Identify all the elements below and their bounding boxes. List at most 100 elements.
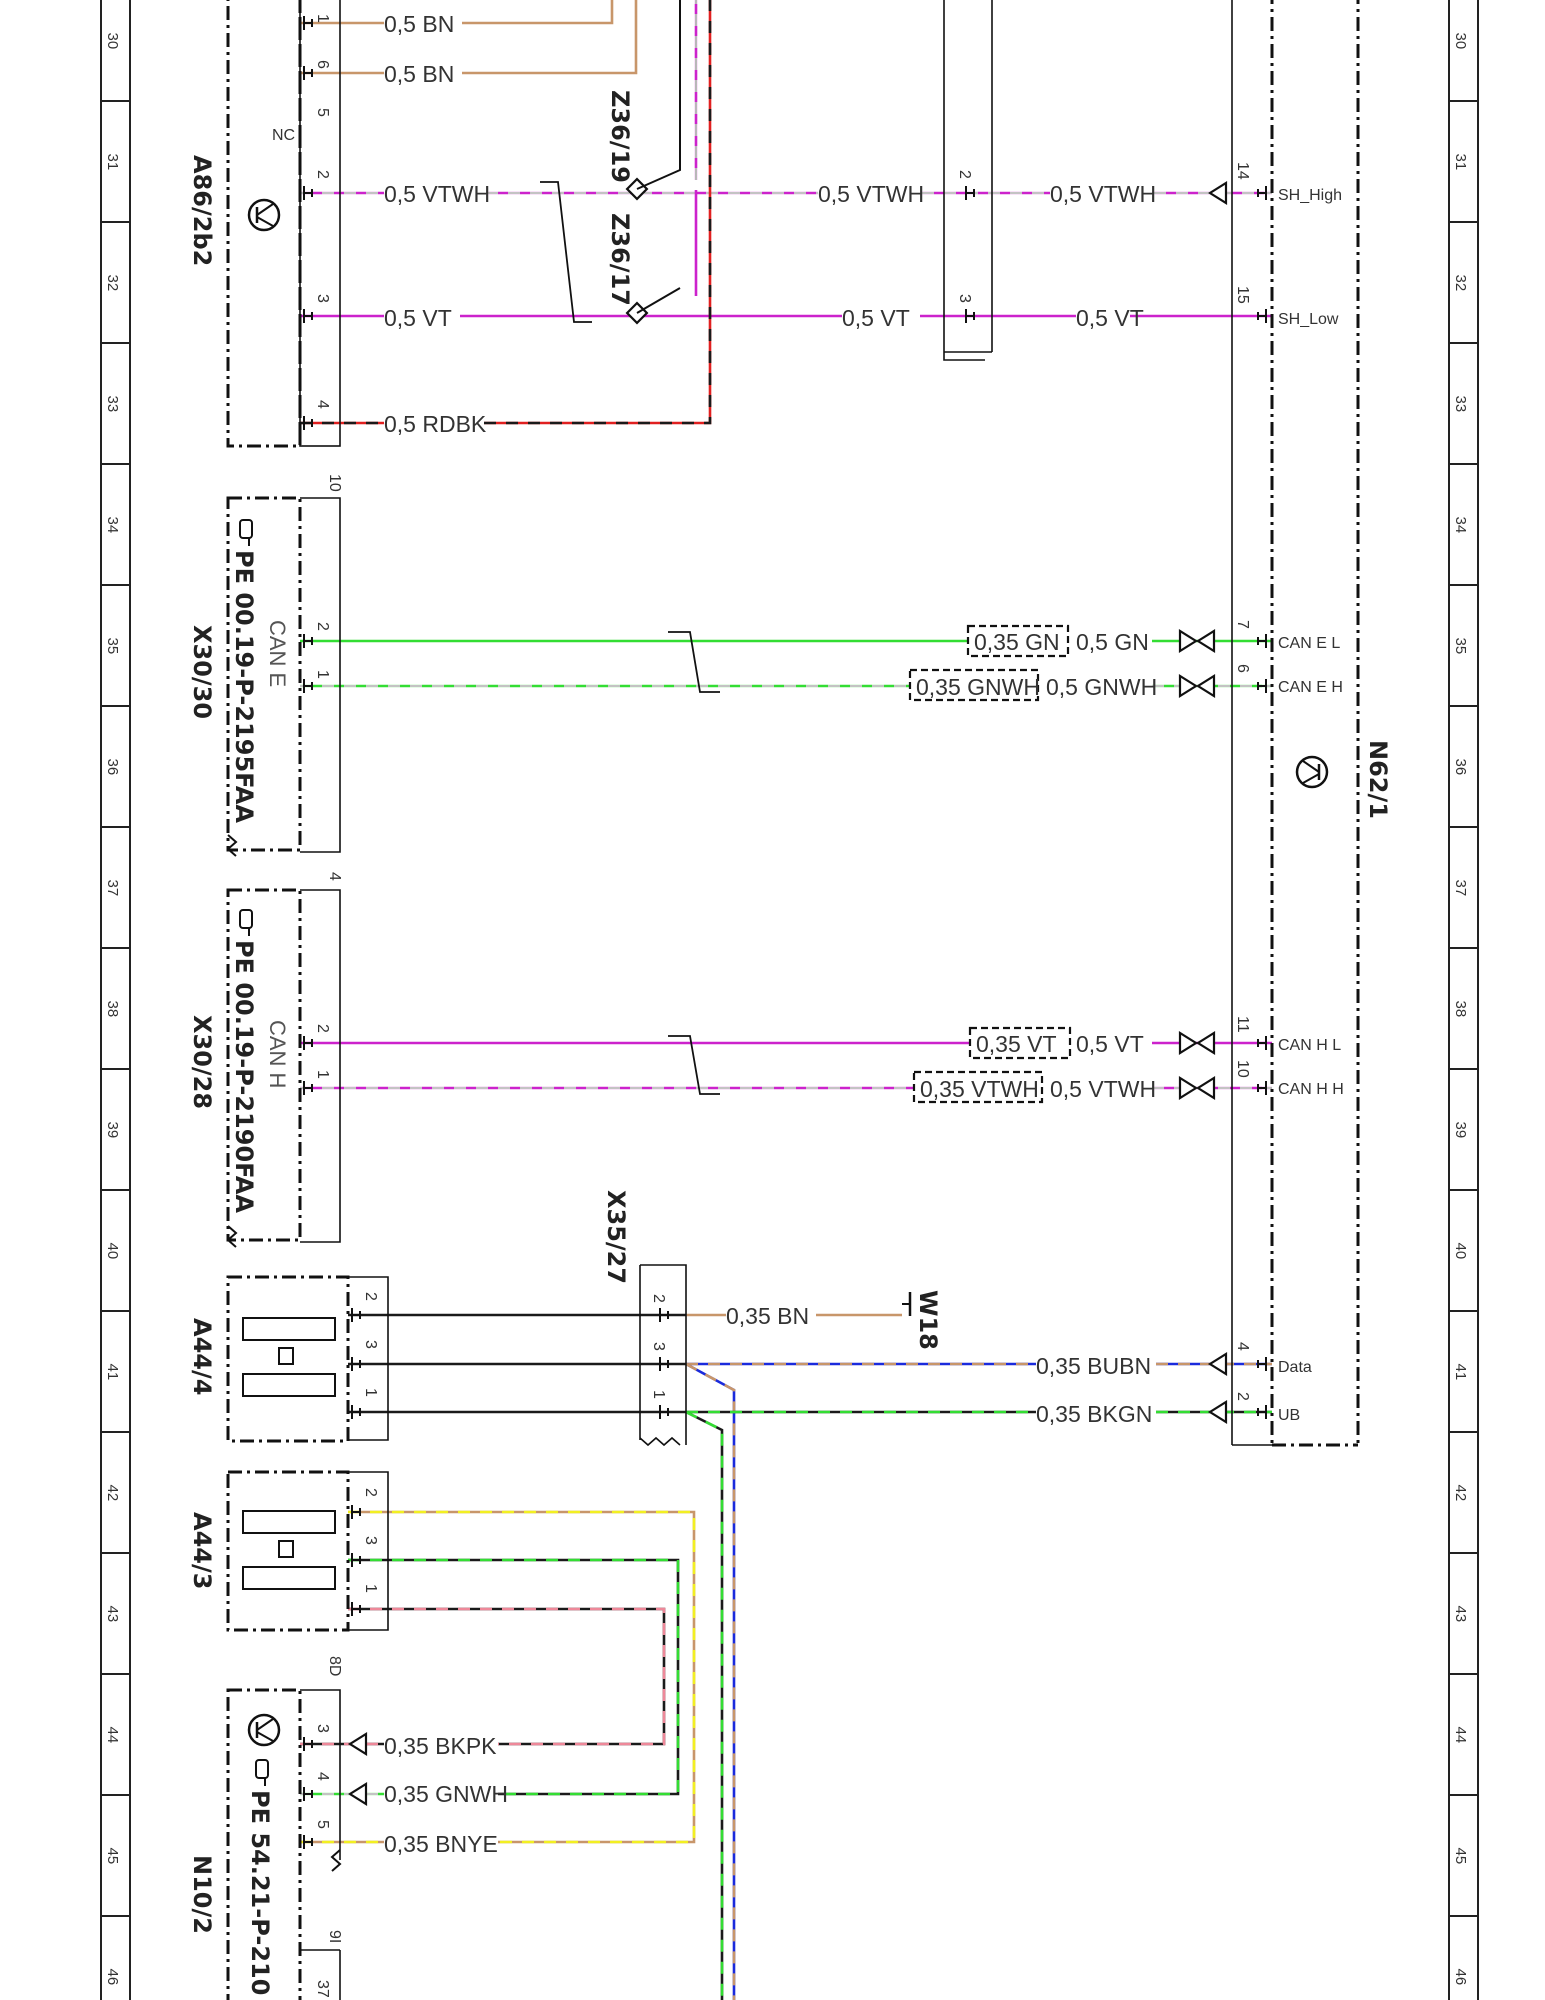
pin-terminal	[303, 634, 313, 648]
ruler-row-label: 45	[1452, 1848, 1469, 1865]
pin-label: 2	[314, 1024, 331, 1033]
pin-terminal	[351, 1553, 361, 1567]
wire-size-box-label: 0,35 GN	[974, 629, 1060, 655]
hand-pointer-icon	[239, 519, 253, 546]
wire-size-box	[908, 668, 1040, 702]
pin-terminal	[351, 1505, 361, 1519]
a86-2b2-label: A86/2b2	[188, 155, 216, 266]
pin-label: 2	[314, 622, 331, 631]
pin-terminal	[1257, 1081, 1267, 1095]
signal-arrow	[1195, 1031, 1216, 1055]
pin-terminal	[303, 1787, 313, 1801]
signal-label: SH_Low	[1278, 311, 1339, 328]
transistor-icon	[247, 198, 281, 232]
ruler-row-label: 38	[104, 1001, 121, 1018]
pin-label: 3	[650, 1342, 667, 1351]
pin-terminal	[303, 66, 313, 80]
wire-layer	[300, 0, 1272, 2000]
pin-label: 1	[362, 1388, 379, 1397]
pin-label: 6	[314, 60, 331, 69]
hand-pointer-icon	[255, 1759, 269, 1786]
wire-label: 0,5 GNWH	[1046, 674, 1157, 700]
pin-label: 3	[362, 1536, 379, 1545]
wire-label: 0,35 BN	[726, 1303, 809, 1329]
a44-3-component[interactable]: A44/3	[188, 1470, 389, 1632]
x30-30-connector[interactable]: 10 CAN E PE 00.19-P-2195FAA X30/30	[188, 474, 343, 857]
z36-17-splice[interactable]: Z36/17	[606, 213, 649, 325]
a44-3-label: A44/3	[188, 1512, 216, 1589]
ruler-row-label: 40	[104, 1243, 121, 1260]
signal-label: CAN H H	[1278, 1081, 1344, 1098]
ruler-row-label: 32	[1452, 275, 1469, 292]
pin-label: 6	[1234, 664, 1251, 673]
x30-28-reference[interactable]: PE 00.19-P-2190FAA	[230, 940, 258, 1213]
ruler-row-label: 33	[1452, 396, 1469, 413]
pin-terminal	[303, 1081, 313, 1095]
pin-terminal	[351, 1357, 361, 1371]
pin-terminal	[303, 679, 313, 693]
pin-terminal	[1257, 679, 1267, 693]
wire-label: 0,35 BNYE	[384, 1831, 498, 1857]
n62-1-component[interactable]: N62/1	[1231, 0, 1392, 1447]
pin-label: 5	[314, 108, 331, 117]
wire-segment	[348, 1607, 666, 1746]
ruler-row-label: 41	[104, 1364, 121, 1381]
n10-2-reference[interactable]: PE 54.21-P-210	[246, 1790, 274, 1995]
pin-label: 10	[1234, 1060, 1251, 1078]
signal-arrow	[1178, 1031, 1199, 1055]
wire-size-boxes	[908, 624, 1072, 1104]
wire-label: 0,35 BUBN	[1036, 1353, 1151, 1379]
pin-label: 15	[1234, 286, 1251, 304]
pin-terminal	[351, 1308, 361, 1322]
signal-label: CAN E L	[1278, 635, 1340, 652]
x35-27-connector[interactable]: X35/27	[602, 1190, 687, 1447]
ruler-row-label: 34	[104, 517, 121, 534]
x30-28-pin-count: 4	[326, 872, 343, 881]
z36-19-label: Z36/19	[606, 90, 634, 183]
nc-label: NC	[272, 127, 295, 144]
wire-label: 0,5 VT	[1076, 305, 1144, 331]
signal-arrow	[347, 1782, 368, 1806]
a44-4-component[interactable]: A44/4	[188, 1275, 389, 1443]
x30-28-sublabel: CAN H	[265, 1020, 290, 1088]
wire-label: 0,5 VTWH	[1050, 181, 1156, 207]
n10-2-component[interactable]: 8D 9I PE 54.21-P-210 N10/2	[188, 1656, 343, 2000]
ruler-row-label: 43	[1452, 1606, 1469, 1623]
wire-label: 0,35 BKPK	[384, 1733, 497, 1759]
x30-30-sublabel: CAN E	[265, 620, 290, 687]
pin-label: 11	[1234, 1016, 1251, 1033]
ruler-row-label: 30	[1452, 33, 1469, 50]
pin-terminal	[1257, 1405, 1267, 1419]
pin-terminal	[351, 1405, 361, 1419]
w18-ground: W18	[902, 1290, 942, 1350]
pin-terminal	[965, 186, 975, 200]
signal-arrow	[1207, 181, 1228, 205]
left-grid-ruler	[100, 0, 131, 2000]
wire-label: 0,35 GNWH	[384, 1781, 508, 1807]
pin-label: 2	[362, 1488, 379, 1497]
wire-size-box	[968, 1026, 1072, 1060]
x30-28-connector[interactable]: 4 CAN H PE 00.19-P-2190FAA X30/28	[188, 872, 343, 1248]
x30-30-reference[interactable]: PE 00.19-P-2195FAA	[230, 550, 258, 823]
ruler-row-label: 31	[1452, 154, 1469, 171]
pin-label: 37	[314, 1980, 331, 1998]
n10-2-label: N10/2	[188, 1855, 216, 1934]
pin-terminal	[1257, 309, 1267, 323]
z36-19-splice[interactable]: Z36/19	[606, 90, 649, 201]
ruler-row-label: 36	[104, 759, 121, 776]
signal-label: UB	[1278, 1407, 1300, 1424]
a44-4-label: A44/4	[188, 1318, 216, 1395]
wire-label: 0,5 VT	[384, 305, 452, 331]
a86-2b2-component[interactable]: A86/2b2 NC	[188, 0, 341, 448]
pin-terminal	[659, 1308, 669, 1322]
ruler-row-label: 43	[104, 1606, 121, 1623]
x30-30-label: X30/30	[188, 625, 216, 719]
wire-label: 0,5 BN	[384, 11, 454, 37]
signal-arrow	[1195, 674, 1216, 698]
ruler-row-label: 41	[1452, 1364, 1469, 1381]
pin-label: 1	[650, 1390, 667, 1399]
pin-label: 2	[956, 170, 973, 179]
pin-label: 1	[362, 1584, 379, 1593]
wire-label: 0,5 GN	[1076, 629, 1149, 655]
